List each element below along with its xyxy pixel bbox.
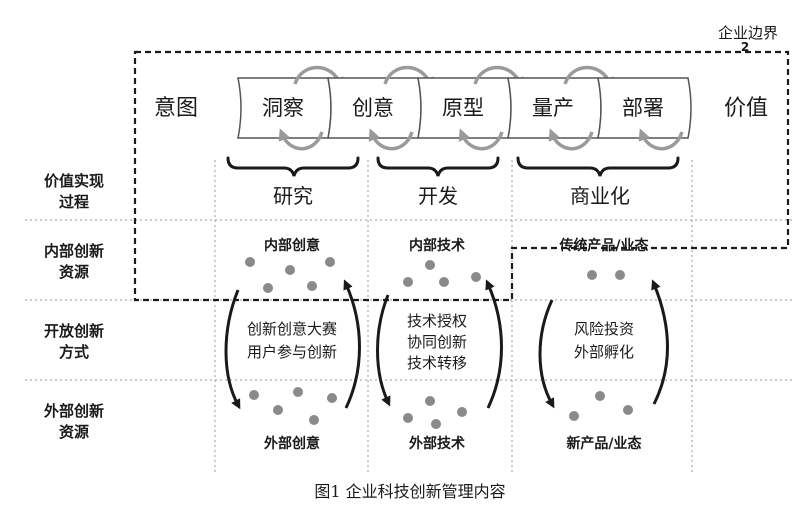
dot — [293, 387, 303, 397]
open-method-1: 风险投资 — [574, 320, 634, 338]
stage-shape — [597, 77, 692, 139]
dot — [325, 257, 335, 267]
dot — [245, 257, 255, 267]
process-stage-insight: 洞察 — [237, 65, 344, 151]
arrow-down-left — [224, 289, 241, 410]
open-method-2: 协同创新 — [407, 333, 467, 351]
internal-resource-label: 传统产品/业态 — [558, 237, 648, 254]
dot — [249, 390, 259, 400]
column-ideas: 内部创意 创新创意大赛 用户参与创新 外部创意 — [224, 237, 361, 452]
row-label-internal-resources-l1: 内部创新 — [44, 242, 104, 260]
dot — [273, 405, 283, 415]
boundary-label: 企业边界 — [718, 24, 778, 42]
process-stage-idea: 创意 — [327, 65, 434, 151]
row-label-open-methods-l1: 开放创新 — [44, 322, 104, 340]
process-stage-deployment: 部署 — [597, 77, 692, 151]
row-label-value-process-l1: 价值实现 — [44, 172, 104, 190]
internal-dots — [587, 270, 625, 280]
dot — [431, 419, 441, 429]
dot — [587, 270, 597, 280]
open-method-3: 技术转移 — [407, 354, 467, 372]
phase-label-commercialization: 商业化 — [570, 184, 630, 208]
dot — [307, 281, 317, 291]
phase-braces — [226, 156, 680, 177]
column-technology: 内部技术 技术授权 协同创新 技术转移 外部技术 — [376, 237, 503, 452]
brace-commercialization — [516, 156, 680, 177]
stage-label: 原型 — [442, 96, 484, 120]
stage-label: 量产 — [532, 96, 574, 120]
grid-lines — [25, 160, 795, 472]
arrow-down-left — [376, 294, 391, 407]
loop-bottom-arc — [278, 128, 324, 151]
loop-bottom-arc — [548, 128, 594, 151]
dot — [403, 277, 413, 287]
dot — [263, 283, 273, 293]
dot — [425, 396, 435, 406]
figure-caption: 图1 企业科技创新管理内容 — [314, 482, 505, 501]
row-label-internal-resources-l2: 资源 — [59, 263, 89, 281]
loop-bottom-arc — [368, 128, 414, 151]
loop-bottom-arc — [458, 128, 504, 151]
arrow-down-left — [538, 299, 555, 409]
enterprise-boundary — [133, 50, 790, 302]
brace-development — [376, 156, 500, 177]
process-stage-prototype: 原型 — [417, 65, 524, 151]
brace-research — [226, 156, 360, 177]
dot — [403, 413, 413, 423]
stage-label: 创意 — [352, 96, 394, 120]
dot — [425, 260, 435, 270]
arrow-up-right — [485, 279, 503, 409]
phase-label-research: 研究 — [273, 184, 313, 208]
row-label-external-resources-l1: 外部创新 — [43, 402, 104, 420]
loop-bottom-arc — [638, 128, 684, 151]
stage-label: 部署 — [622, 96, 664, 120]
boundary-marker: 2 — [741, 40, 749, 54]
process-start: 意图 — [154, 96, 198, 121]
dot — [457, 407, 467, 417]
external-dots — [249, 387, 337, 425]
dot — [471, 272, 481, 282]
dot — [327, 393, 337, 403]
process-chain: 意图 价值 洞察 创意 原型 量产 — [154, 65, 768, 151]
internal-resource-label: 内部创意 — [264, 237, 320, 254]
row-label-value-process-l2: 过程 — [59, 193, 89, 211]
dot — [439, 277, 449, 287]
dot — [569, 411, 579, 421]
open-method-2: 外部孵化 — [574, 343, 634, 361]
stage-label: 洞察 — [262, 96, 304, 120]
external-resource-label: 外部技术 — [409, 435, 465, 452]
internal-dots — [403, 260, 481, 287]
column-products: 传统产品/业态 风险投资 外部孵化 新产品/业态 — [538, 237, 669, 452]
external-resource-label: 新产品/业态 — [566, 435, 641, 452]
internal-dots — [245, 257, 335, 293]
open-method-1: 技术授权 — [407, 312, 467, 330]
external-dots — [569, 391, 633, 421]
dot — [623, 405, 633, 415]
row-label-open-methods-l2: 方式 — [59, 343, 89, 361]
row-label-external-resources-l2: 资源 — [59, 423, 89, 441]
dot — [285, 265, 295, 275]
external-dots — [403, 396, 467, 429]
row-labels: 价值实现 过程 内部创新 资源 开放创新 方式 外部创新 资源 — [43, 172, 104, 441]
external-resource-label: 外部创意 — [264, 435, 320, 452]
phase-label-development: 开发 — [418, 184, 458, 208]
open-method-2: 用户参与创新 — [247, 343, 337, 361]
process-stage-mass-production: 量产 — [507, 65, 614, 151]
process-end: 价值 — [724, 96, 768, 121]
open-method-1: 创新创意大赛 — [247, 320, 337, 338]
dot — [615, 270, 625, 280]
dot — [595, 391, 605, 401]
arrow-up-right — [651, 279, 669, 405]
internal-resource-label: 内部技术 — [409, 237, 465, 254]
arrow-up-right — [343, 279, 361, 409]
dot — [309, 415, 319, 425]
